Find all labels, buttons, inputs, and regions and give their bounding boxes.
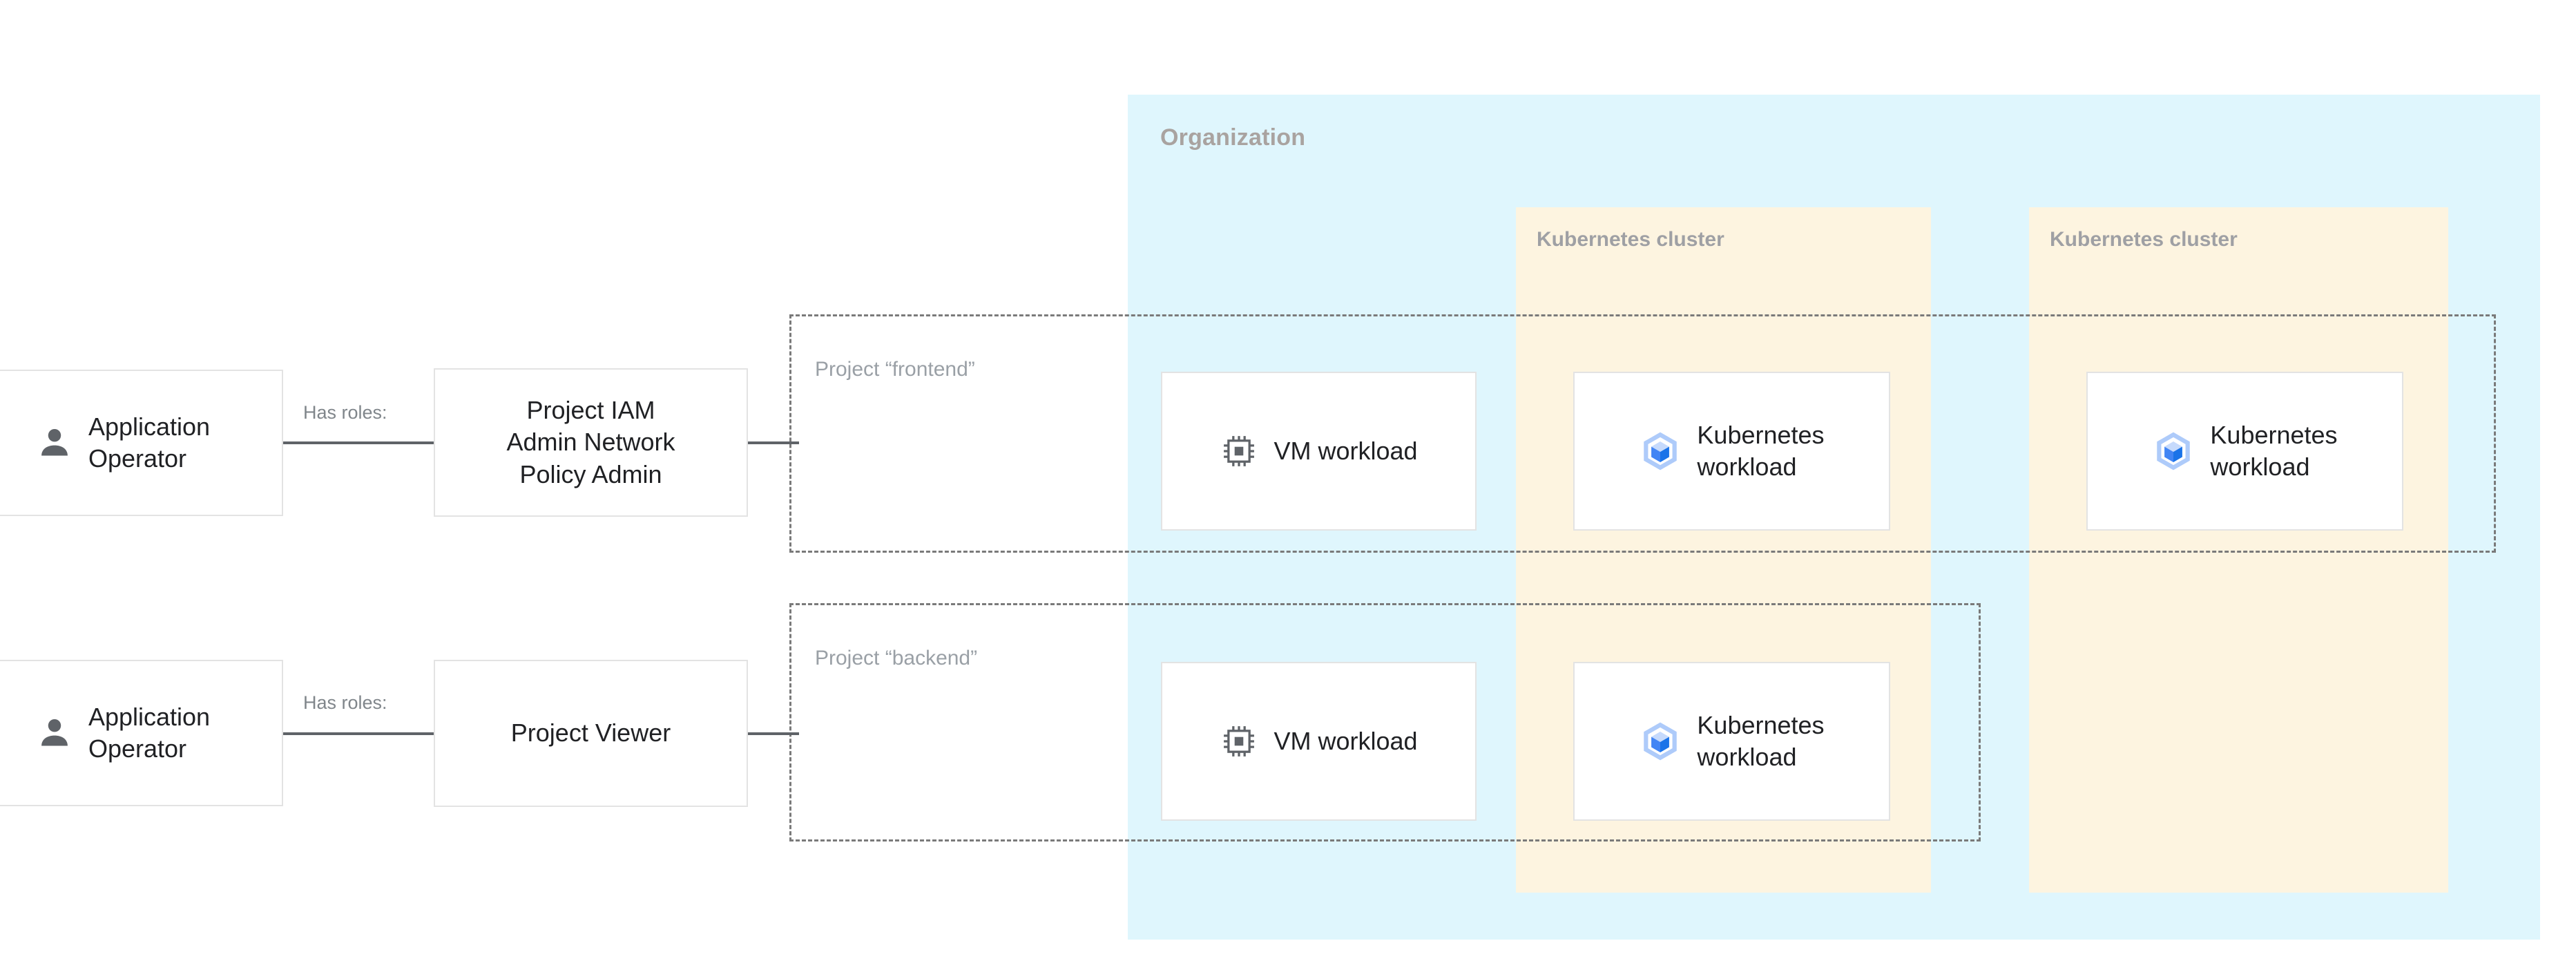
connector-operator1-to-role1 (283, 441, 435, 444)
kubernetes-cluster-2-label: Kubernetes cluster (2050, 228, 2238, 251)
role-card-1[interactable]: Project IAM Admin Network Policy Admin (434, 368, 748, 517)
workload-label-k8s-frontend-2: Kubernetes workload (2210, 420, 2338, 481)
project-frontend-boundary (789, 314, 2496, 553)
role-card-2[interactable]: Project Viewer (434, 660, 748, 807)
vm-chip-icon (1224, 726, 1255, 757)
organization-label: Organization (1160, 124, 1306, 151)
vm-chip-icon (1224, 436, 1255, 466)
role-label-2: Project Viewer (510, 719, 671, 748)
project-backend-label: Project “backend” (815, 647, 978, 669)
workload-label-vm-frontend: VM workload (1273, 436, 1418, 465)
application-operator-label-1: Application Operator (88, 412, 211, 473)
person-icon (41, 428, 68, 456)
workload-card-k8s-frontend[interactable]: Kubernetes workload (1573, 372, 1890, 531)
edge-label-has-roles-1: Has roles: (303, 402, 387, 423)
kubernetes-icon (1644, 432, 1678, 470)
workload-card-k8s-frontend-2[interactable]: Kubernetes workload (2086, 372, 2403, 531)
kubernetes-icon (2157, 432, 2191, 470)
project-backend-boundary (789, 603, 1981, 841)
project-frontend-label: Project “frontend” (815, 358, 975, 381)
connector-operator2-to-role2 (283, 732, 435, 735)
role-label-1: Project IAM Admin Network Policy Admin (506, 396, 675, 488)
workload-card-vm-backend[interactable]: VM workload (1161, 662, 1477, 821)
workload-label-k8s-frontend: Kubernetes workload (1697, 420, 1825, 481)
connector-role1-to-project-frontend (747, 441, 799, 444)
edge-label-has-roles-2: Has roles: (303, 692, 387, 713)
kubernetes-cluster-1-label: Kubernetes cluster (1537, 228, 1724, 251)
application-operator-card-1[interactable]: Application Operator (0, 370, 283, 516)
workload-card-k8s-backend[interactable]: Kubernetes workload (1573, 662, 1890, 821)
workload-label-k8s-backend: Kubernetes workload (1697, 710, 1825, 771)
workload-label-vm-backend: VM workload (1273, 726, 1418, 755)
workload-card-vm-frontend[interactable]: VM workload (1161, 372, 1477, 531)
kubernetes-cluster-2 (2029, 207, 2448, 893)
kubernetes-icon (1644, 722, 1678, 761)
connector-role2-to-project-backend (747, 732, 799, 735)
application-operator-card-2[interactable]: Application Operator (0, 660, 283, 806)
application-operator-label-2: Application Operator (88, 702, 211, 763)
person-icon (41, 719, 68, 746)
